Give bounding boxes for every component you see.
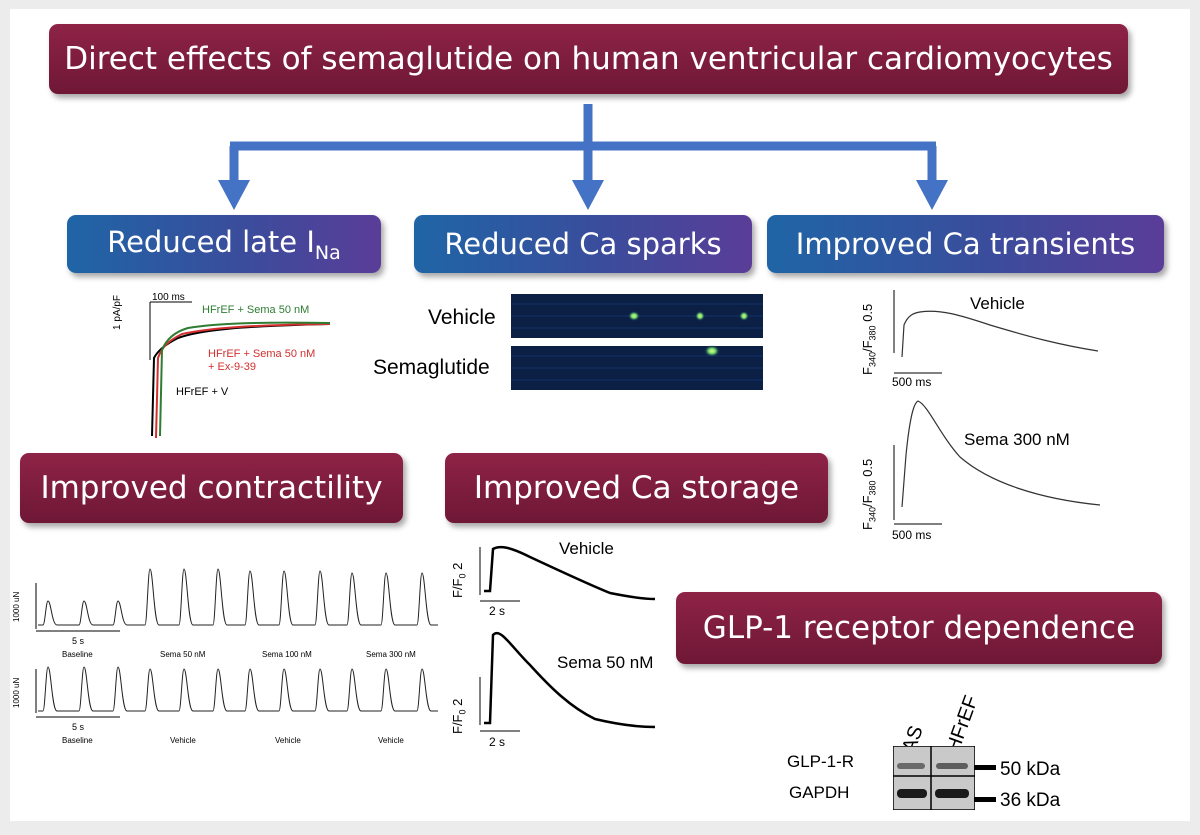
ca-transients-box: Improved Ca transients — [767, 215, 1164, 273]
contractility-box: Improved contractility — [20, 453, 403, 523]
title-box: Direct effects of semaglutide on human v… — [49, 24, 1128, 94]
blot-row-glp1r: GLP-1-R — [787, 752, 855, 771]
blot-markers — [974, 765, 996, 802]
ina-label-red-1: HFrEF + Sema 50 nM — [208, 348, 316, 360]
sparks-row-sema-label: Semaglutide — [373, 356, 490, 379]
blot-image — [893, 746, 975, 810]
contract-trace-top — [38, 568, 438, 626]
transient-ylabel-top: F340/F380 0.5 — [860, 303, 878, 375]
storage-traces — [479, 545, 656, 732]
blot-band-glp1r-hfref — [936, 763, 968, 769]
ina-trace-black — [151, 323, 331, 437]
storage-time-top: 2 s — [489, 604, 506, 618]
arrow-head-right — [916, 180, 948, 210]
glp1-box: GLP-1 receptor dependence — [676, 592, 1162, 664]
ina-label-black: HFrEF + V — [176, 386, 229, 398]
storage-ylabel-top: F/F0 2 — [450, 562, 468, 598]
blot-marker-50: 50 kDa — [1000, 759, 1061, 780]
contractility-traces — [35, 568, 438, 718]
ina-time-label: 100 ms — [152, 292, 185, 303]
transient-ylabel-bottom: F340/F380 0.5 — [860, 458, 878, 530]
transient-label-vehicle: Vehicle — [970, 294, 1025, 313]
contract-time-top: 5 s — [72, 636, 85, 646]
late-ina-box: Reduced late INa — [67, 215, 381, 273]
ca-storage-text: Improved Ca storage — [473, 470, 800, 506]
contract-row2-label-3: Vehicle — [275, 736, 301, 745]
contract-row2-label-4: Vehicle — [378, 736, 404, 745]
sparks-row-vehicle-label: Vehicle — [428, 306, 496, 329]
contract-force-label-top: 1000 uN — [12, 591, 21, 622]
ina-label-red-2: + Ex-9-39 — [208, 361, 256, 373]
contract-row1-label-3: Sema 100 nM — [262, 650, 312, 659]
sparks-images — [511, 294, 763, 390]
ca-transients-text: Improved Ca transients — [795, 227, 1136, 261]
branch-arrows — [218, 104, 948, 210]
spark-1 — [628, 311, 640, 321]
arrow-head-center — [572, 180, 604, 210]
storage-time-bottom: 2 s — [489, 735, 506, 749]
ca-sparks-text: Reduced Ca sparks — [444, 227, 722, 261]
ina-current-label: 1 pA/pF — [112, 294, 123, 330]
ina-trace-red — [155, 323, 331, 439]
storage-trace-vehicle — [484, 545, 656, 601]
ina-traces — [149, 301, 331, 439]
storage-ylabel-bottom: F/F0 2 — [450, 698, 468, 734]
spark-4 — [704, 345, 720, 357]
late-ina-text: Reduced late INa — [107, 224, 341, 264]
spark-2 — [695, 311, 705, 321]
glp1-text: GLP-1 receptor dependence — [702, 610, 1136, 646]
contract-row2-label-1: Baseline — [62, 736, 93, 745]
contract-row2-label-2: Vehicle — [170, 736, 196, 745]
blot-band-gapdh-as — [897, 789, 927, 798]
ca-storage-box: Improved Ca storage — [445, 453, 828, 523]
transients-traces — [893, 290, 1101, 525]
contract-row1-label-2: Sema 50 nM — [160, 650, 206, 659]
transient-time-top: 500 ms — [892, 375, 932, 389]
contract-row1-label-4: Sema 300 nM — [366, 650, 416, 659]
contract-trace-bottom — [38, 666, 438, 712]
transient-time-bottom: 500 ms — [892, 528, 932, 542]
contract-row1-label-1: Baseline — [62, 650, 93, 659]
contractility-text: Improved contractility — [40, 470, 383, 506]
storage-label-vehicle: Vehicle — [559, 539, 614, 558]
spark-3 — [739, 311, 749, 321]
arrow-head-left — [218, 180, 250, 210]
transient-label-sema: Sema 300 nM — [964, 430, 1070, 449]
blot-band-glp1r-as — [897, 763, 925, 769]
blot-row-gapdh: GAPDH — [789, 783, 850, 802]
transient-trace-vehicle — [901, 310, 1099, 358]
ina-trace-green — [159, 321, 331, 437]
ina-label-green: HFrEF + Sema 50 nM — [202, 304, 310, 316]
transient-trace-sema — [901, 400, 1101, 508]
ca-sparks-box: Reduced Ca sparks — [414, 215, 752, 273]
storage-trace-sema — [484, 631, 656, 729]
contract-force-label-bottom: 1000 uN — [12, 677, 21, 708]
blot-marker-36: 36 kDa — [1000, 790, 1061, 811]
storage-label-sema: Sema 50 nM — [557, 653, 654, 672]
blot-band-gapdh-hfref — [935, 789, 969, 798]
title-text: Direct effects of semaglutide on human v… — [64, 41, 1113, 77]
contract-time-bottom: 5 s — [72, 722, 85, 732]
